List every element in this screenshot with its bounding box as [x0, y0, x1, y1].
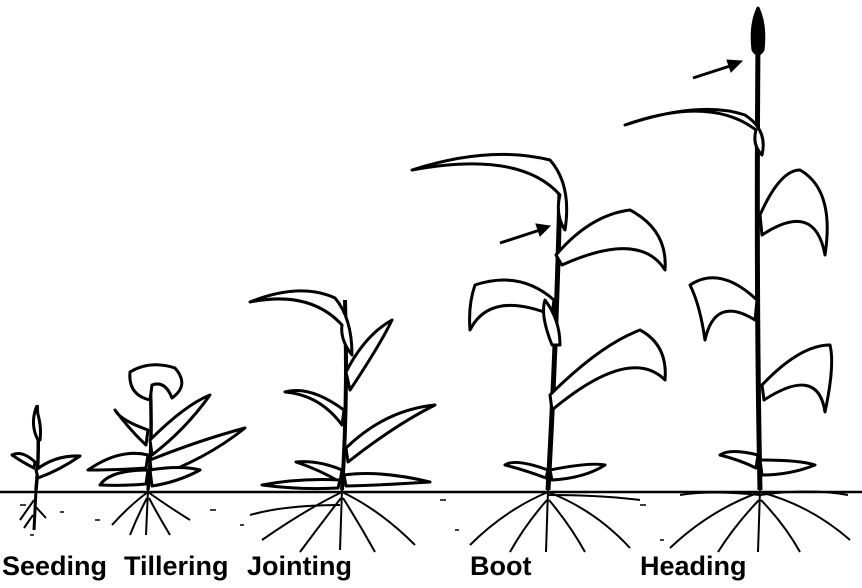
label-boot: Boot [470, 553, 531, 580]
plant-heading [625, 8, 850, 552]
plant-seeding [12, 405, 80, 530]
label-jointing: Jointing [247, 553, 352, 580]
label-heading: Heading [640, 553, 747, 580]
label-seeding: Seeding [2, 553, 107, 580]
boot-arrow [500, 224, 550, 243]
plant-tillering [88, 365, 245, 535]
label-tillering: Tillering [124, 553, 229, 580]
heading-arrow [693, 60, 742, 78]
soil [0, 492, 862, 540]
plant-jointing [250, 291, 435, 552]
